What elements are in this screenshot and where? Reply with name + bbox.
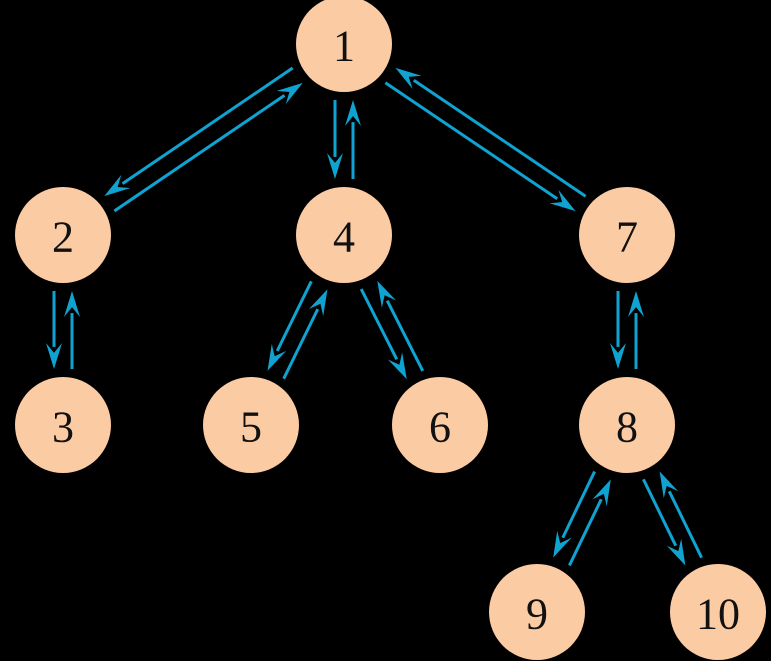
arrow-1-to-7 (384, 81, 576, 212)
node-label-10: 10 (696, 590, 740, 639)
edge-4-6 (359, 280, 425, 380)
arrow-7-to-8 (610, 291, 626, 369)
node-label-2: 2 (52, 213, 74, 262)
edge-4-5 (267, 280, 328, 380)
edge-8-9 (553, 470, 611, 567)
node-circle-3[interactable] (15, 377, 111, 473)
node-circle-10[interactable] (670, 564, 766, 660)
nodes-layer: 1 2 4 7 3 5 6 8 9 10 (15, 0, 766, 660)
node-label-8: 8 (616, 403, 638, 452)
node-label-5: 5 (240, 403, 262, 452)
arrow-2-to-1 (113, 82, 303, 213)
node-9[interactable]: 9 (489, 564, 585, 660)
arrow-4-to-1 (345, 100, 361, 179)
node-label-6: 6 (429, 403, 451, 452)
edge-1-2 (104, 66, 303, 213)
node-label-9: 9 (526, 590, 548, 639)
arrow-3-to-2 (64, 291, 80, 369)
arrow-2-to-3 (46, 291, 62, 369)
arrow-1-to-2 (104, 66, 294, 197)
edge-2-3 (46, 291, 80, 369)
node-circle-4[interactable] (296, 187, 392, 283)
edges-layer (46, 66, 703, 567)
node-circle-9[interactable] (489, 564, 585, 660)
node-circle-2[interactable] (15, 187, 111, 283)
node-circle-5[interactable] (203, 377, 299, 473)
node-circle-1[interactable] (296, 0, 392, 92)
node-label-7: 7 (616, 213, 638, 262)
arrow-6-to-4 (377, 280, 425, 372)
arrow-5-to-4 (282, 289, 328, 380)
node-1[interactable]: 1 (296, 0, 392, 92)
arrow-10-to-8 (659, 471, 703, 559)
node-5[interactable]: 5 (203, 377, 299, 473)
node-circle-6[interactable] (392, 377, 488, 473)
node-4[interactable]: 4 (296, 187, 392, 283)
node-label-1: 1 (333, 22, 355, 71)
arrow-8-to-10 (642, 478, 686, 566)
arrow-1-to-4 (327, 100, 343, 179)
node-6[interactable]: 6 (392, 377, 488, 473)
arrow-8-to-9 (553, 470, 596, 558)
arrow-9-to-8 (568, 479, 611, 567)
arrow-4-to-6 (359, 288, 407, 380)
node-label-4: 4 (333, 213, 355, 262)
node-circle-7[interactable] (579, 187, 675, 283)
node-3[interactable]: 3 (15, 377, 111, 473)
node-10[interactable]: 10 (670, 564, 766, 660)
edge-1-4 (327, 100, 361, 179)
node-circle-8[interactable] (579, 377, 675, 473)
edge-8-10 (642, 471, 703, 566)
edge-1-7 (384, 67, 587, 212)
edge-7-8 (610, 291, 644, 369)
node-2[interactable]: 2 (15, 187, 111, 283)
node-7[interactable]: 7 (579, 187, 675, 283)
arrow-7-to-1 (395, 67, 587, 198)
arrow-4-to-5 (267, 280, 313, 371)
node-8[interactable]: 8 (579, 377, 675, 473)
arrow-8-to-7 (628, 291, 644, 369)
node-label-3: 3 (52, 403, 74, 452)
